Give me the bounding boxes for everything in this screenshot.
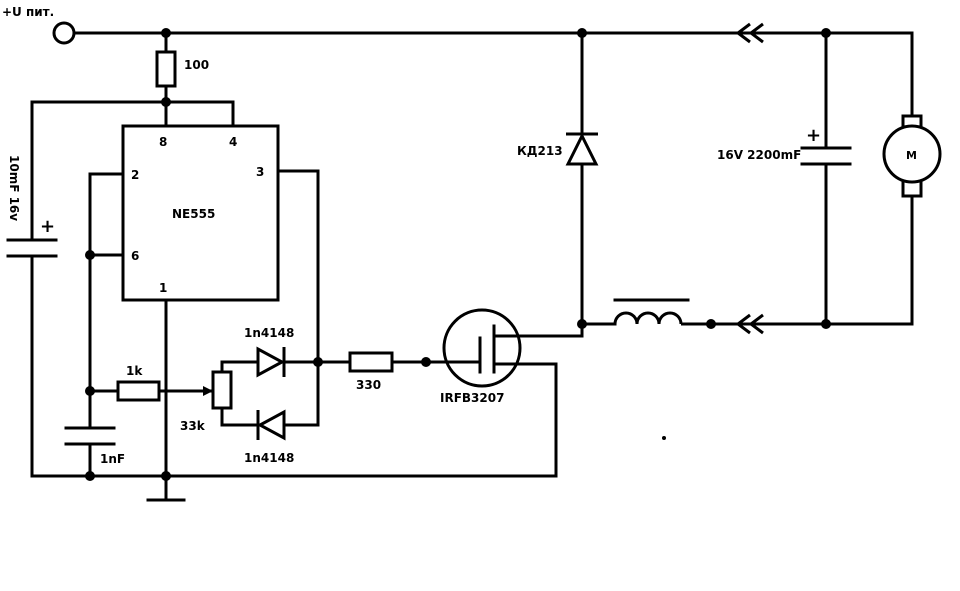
pin-3-label: 3 [256,165,264,179]
supply-cap-plus: + [40,216,55,237]
resistor-100-label: 100 [184,58,209,72]
motor-symbol [882,124,942,184]
diode-kd213-label: КД213 [517,144,563,158]
pin-2-label: 2 [131,168,139,182]
resistor-330 [348,351,394,373]
potentiometer-33k [211,370,233,410]
pin-1-label: 1 [159,281,167,295]
diode-upper [256,346,286,378]
pin-4-label: 4 [229,135,237,149]
resistor-330-label: 330 [356,378,381,392]
timing-cap-label: 1nF [100,452,125,466]
pot-wiper-arrow [203,386,213,396]
inductor [613,298,690,326]
resistor-1k [116,380,161,402]
ne555-ic [121,124,280,302]
supply-cap-label: 10mF 16v [7,155,21,221]
pin-6-label: 6 [131,249,139,263]
connector-top [735,22,764,44]
ic-name: NE555 [172,207,215,221]
supply-terminal [52,21,76,45]
out-cap-label: 16V 2200mF [717,148,801,162]
diode-upper-label: 1n4148 [244,326,294,340]
connector-bottom [735,313,764,335]
out-cap-plus: + [806,125,821,146]
mosfet-body [442,308,522,388]
diode-lower [256,409,286,441]
resistor-100 [155,50,177,88]
motor-label: M [906,149,917,162]
pot-label: 33k [180,419,206,433]
supply-label: +U пит. [2,5,54,19]
resistor-1k-label: 1k [126,364,143,378]
pin-8-label: 8 [159,135,167,149]
mosfet-label: IRFB3207 [440,391,504,405]
diode-lower-label: 1n4148 [244,451,294,465]
diode-kd213 [565,132,599,166]
